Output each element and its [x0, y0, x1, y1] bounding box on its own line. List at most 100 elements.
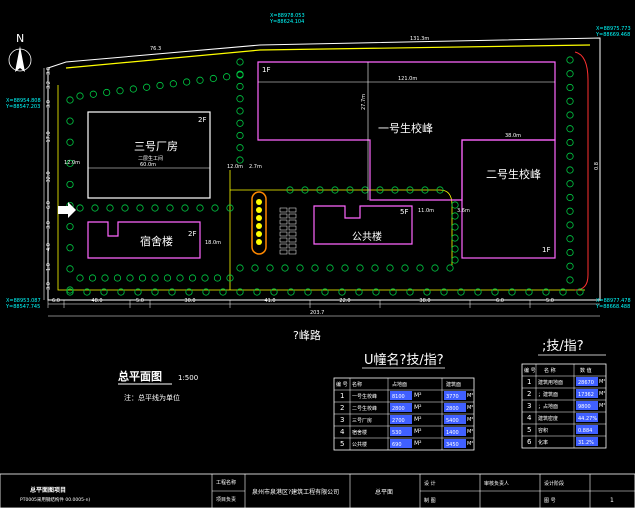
table1-cell-id: 2: [340, 404, 344, 412]
right-dim: 0.8: [594, 162, 600, 170]
tree-icon: [566, 276, 574, 284]
table2-header: 名 称: [544, 367, 556, 374]
tree-icon: [151, 274, 159, 282]
tree-icon: [423, 288, 431, 296]
office-width: 11.0m: [418, 208, 434, 214]
table1-cell-area: 2700: [392, 418, 405, 424]
plan-note: 注：总平线为单位: [124, 393, 180, 402]
table1-cell-id: 4: [340, 428, 345, 436]
tree-icon: [566, 97, 574, 105]
tree-icon: [66, 288, 74, 296]
left-seg-dim: 3.2: [46, 81, 52, 89]
tb-c3: 审核负责人: [484, 480, 509, 487]
tree-icon: [566, 83, 574, 92]
tree-icon: [151, 288, 159, 296]
tree-icon: [236, 58, 244, 66]
table1-header: 占地面: [392, 381, 407, 388]
parking-stall: [288, 237, 297, 243]
table1-cell-unit: M²: [414, 416, 422, 423]
left-seg-dim: 6.0: [46, 201, 52, 209]
table2-cell-id: 3: [527, 402, 531, 410]
parking-stall: [279, 243, 288, 249]
coord-top-mid-y: Y=88624.104: [269, 19, 304, 25]
tree-icon: [188, 274, 197, 282]
left-seg-dim: 4.0: [46, 243, 52, 251]
table1-cell-area: 530: [392, 430, 402, 436]
table1-cell-area: 8100: [392, 394, 405, 400]
tree-icon: [236, 288, 244, 296]
tree-icon: [196, 204, 204, 212]
tree-icon: [421, 186, 429, 194]
tree-icon: [136, 204, 144, 212]
tree-icon: [101, 274, 109, 282]
factory3-sub: 二层生工间: [138, 155, 163, 162]
tree-icon: [376, 186, 384, 194]
tree-icon: [341, 264, 349, 272]
table2-cell-id: 1: [527, 378, 531, 386]
tree-icon: [213, 274, 222, 282]
tree-icon: [66, 180, 74, 189]
factory3-left-dim: 12.0m: [64, 160, 80, 166]
tree-icon: [66, 96, 74, 104]
coord-top-right-x: X=88975.773: [596, 26, 631, 32]
tree-icon: [566, 262, 574, 270]
tree-icon: [566, 180, 574, 188]
tree-icon: [129, 85, 137, 93]
tb-drawing: 总平面: [375, 488, 393, 496]
bottom-seg-dim: 6.0: [496, 298, 504, 304]
table1-cell-floor-area: 3450: [446, 442, 459, 448]
project-sub: PT0005采用钢结构件 00.0005-n): [20, 496, 90, 503]
bottom-seg-dim: 5.0: [546, 298, 554, 304]
table1-cell-area: 690: [392, 442, 402, 448]
table2-cell-unit: M²: [599, 403, 605, 409]
coord-left-upper-x: X=88954.808: [6, 98, 41, 104]
workshop1-width: 121.0m: [398, 76, 417, 82]
office-floor: 5F: [400, 208, 408, 216]
tree-icon: [304, 288, 312, 296]
table1-cell-name: 二号生校峰: [352, 405, 377, 412]
left-seg-dim: 3.0: [46, 221, 52, 229]
table2-cell-name: 建筑密度: [538, 415, 558, 422]
table2-cell-value: 28670: [578, 380, 594, 386]
gap-27-dim: 2.7m: [249, 164, 262, 170]
tree-icon: [416, 264, 424, 272]
tree-icon: [253, 288, 261, 296]
top-left-dim: 76.3: [150, 46, 161, 52]
tree-icon: [326, 264, 334, 272]
bottom-seg-dim: 30.0: [184, 298, 195, 304]
tree-icon: [389, 288, 397, 296]
tree-icon: [331, 186, 339, 194]
tree-icon: [121, 204, 129, 212]
table1-cell-floor-area: 5400: [446, 418, 459, 424]
plan-scale: 1:500: [178, 374, 198, 382]
table2-cell-id: 6: [527, 438, 532, 446]
tree-icon: [100, 288, 108, 296]
tree-icon: [185, 288, 193, 296]
parking-stall: [288, 225, 297, 231]
tree-icon: [451, 201, 459, 209]
tree-icon: [202, 288, 210, 296]
tree-icon: [286, 186, 294, 194]
parking-stall: [279, 231, 288, 237]
factory3-width: 60.0m: [140, 162, 156, 168]
left-seg-dim: 1.0: [46, 263, 52, 271]
factory3-name: 三号厂房: [134, 140, 178, 153]
left-seg-dim: 3.0: [46, 100, 52, 108]
table1-title: U幢名?技/指?: [364, 352, 444, 368]
tree-icon: [106, 204, 114, 212]
road-label: ?峰路: [293, 329, 321, 342]
tree-icon: [311, 264, 319, 272]
tree-icon: [371, 264, 379, 272]
tree-icon: [401, 264, 409, 272]
table1-cell-name: 宿舍楼: [352, 429, 367, 436]
coord-left-upper-y: Y=88547.203: [5, 104, 40, 110]
left-seg-dim: 3.0: [46, 282, 52, 290]
tb-label1: 工程名称: [216, 479, 236, 486]
table2-cell-unit: M²: [599, 379, 605, 385]
plan-title: 总平面图: [118, 369, 162, 383]
factory3-building: [87, 111, 211, 199]
tree-icon: [566, 221, 574, 229]
tree-icon: [211, 204, 219, 212]
table2-header: 数 值: [580, 367, 592, 374]
